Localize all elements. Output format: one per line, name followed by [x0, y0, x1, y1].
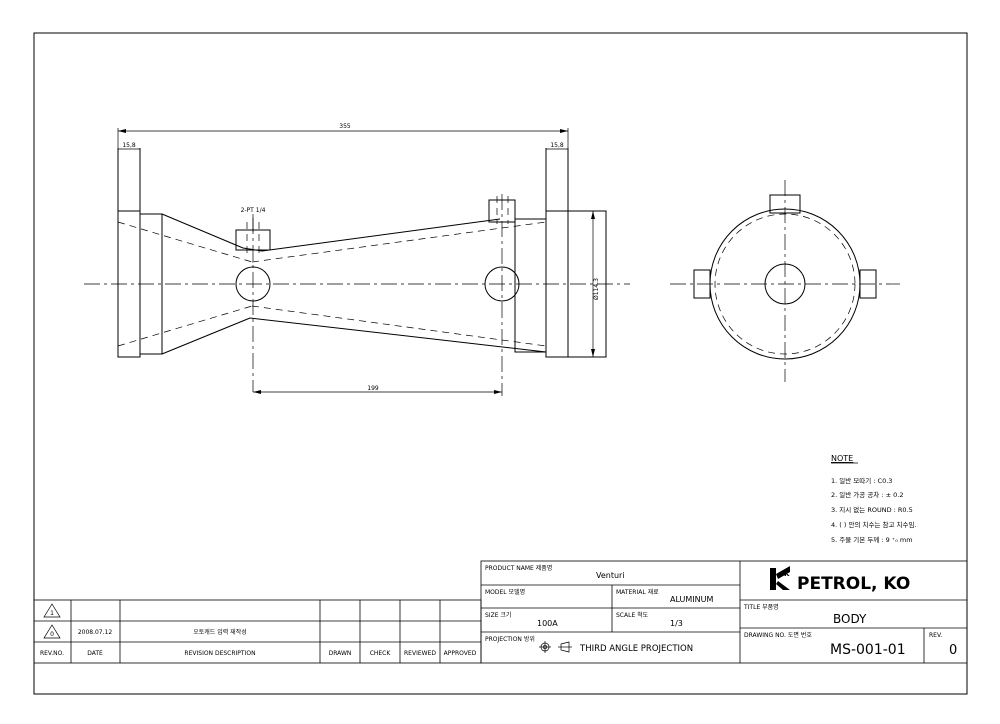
note-block: NOTE 1. 일반 모따기 : C0.3 2. 일반 가공 공차 : ± 0.…: [831, 454, 917, 544]
note-item-5: 5. 주물 기본 두께 : 9 ⁺₀ mm: [831, 535, 913, 544]
size-label: SIZE 크기: [485, 611, 511, 619]
product-name-label: PRODUCT NAME 제품명: [485, 564, 552, 572]
scale-value: 1/3: [670, 619, 683, 628]
rev-row-1-number: 1: [50, 610, 54, 617]
rev-header-date: DATE: [87, 650, 103, 657]
sheet-border: [33, 32, 968, 695]
rev-header-approved: APPROVED: [444, 650, 477, 657]
material-value: ALUMINUM: [670, 595, 713, 604]
rev-triangle-0: [43, 624, 61, 639]
rev-header-desc: REVISION DESCRIPTION: [184, 650, 255, 657]
note-item-4: 4. ( ) 안의 치수는 참고 치수임.: [831, 520, 917, 529]
revision-table: 1 0 2008.07.12 오토캐드 입력 재작성 REV.NO. DATE …: [33, 599, 482, 664]
projection-label: PROJECTION 방위: [485, 635, 535, 643]
rev-row-0-desc: 오토캐드 입력 재작성: [193, 628, 247, 636]
company-logo-icon: K: [770, 566, 790, 590]
dim-flange-left: 15,8: [122, 142, 136, 149]
dim-flange-right: 15,8: [550, 142, 564, 149]
svg-text:K: K: [784, 570, 790, 578]
rev-header-reviewed: REVIEWED: [404, 650, 436, 657]
product-name-value: Venturi: [596, 571, 625, 580]
throat-port-hole: [235, 266, 271, 302]
rev-header-revno: REV.NO.: [40, 650, 64, 657]
company-name: PETROL, KO: [797, 574, 910, 594]
dim-port-callout: 2-PT 1/4: [241, 207, 266, 214]
rev-header-check: CHECK: [370, 650, 392, 657]
scale-label: SCALE 척도: [616, 611, 649, 619]
dim-port-spacing: 199: [367, 385, 379, 392]
size-value: 100A: [537, 619, 558, 628]
rev-label: REV.: [929, 632, 942, 639]
title-block: PRODUCT NAME 제품명 Venturi MODEL 모델명 MATER…: [480, 560, 968, 664]
projection-symbol-icon: [539, 641, 572, 653]
right-flange-hub: [567, 210, 607, 358]
note-item-3: 3. 지시 없는 ROUND : R0.5: [831, 505, 913, 514]
material-label: MATERIAL 재료: [616, 588, 659, 596]
rev-triangle-1: [43, 603, 61, 618]
left-flange-hub: [139, 213, 163, 355]
rev-value: 0: [949, 643, 957, 658]
note-heading: NOTE: [831, 454, 853, 463]
title-value: BODY: [833, 612, 867, 626]
side-view: [670, 180, 900, 382]
dim-outer-diameter: Ø114.3: [593, 278, 600, 300]
front-view: 355 15,8 15,8 2-PT 1/4 199 Ø114.3: [84, 123, 630, 396]
rev-header-drawn: DRAWN: [329, 650, 352, 657]
inlet-port-hole: [484, 266, 520, 302]
projection-value: THIRD ANGLE PROJECTION: [579, 644, 693, 654]
drawing-no-label: DRAWING NO. 도면 번호: [744, 631, 812, 639]
rev-row-0-number: 0: [50, 631, 54, 638]
dim-overall-length: 355: [339, 123, 351, 130]
model-label: MODEL 모델명: [485, 588, 525, 596]
note-item-1: 1. 일반 모따기 : C0.3: [831, 476, 892, 485]
drawing-no-value: MS-001-01: [830, 642, 906, 658]
title-label: TITLE 부품명: [743, 603, 779, 611]
rev-row-0-date: 2008.07.12: [78, 629, 113, 636]
note-item-2: 2. 일반 가공 공차 : ± 0.2: [831, 490, 903, 499]
